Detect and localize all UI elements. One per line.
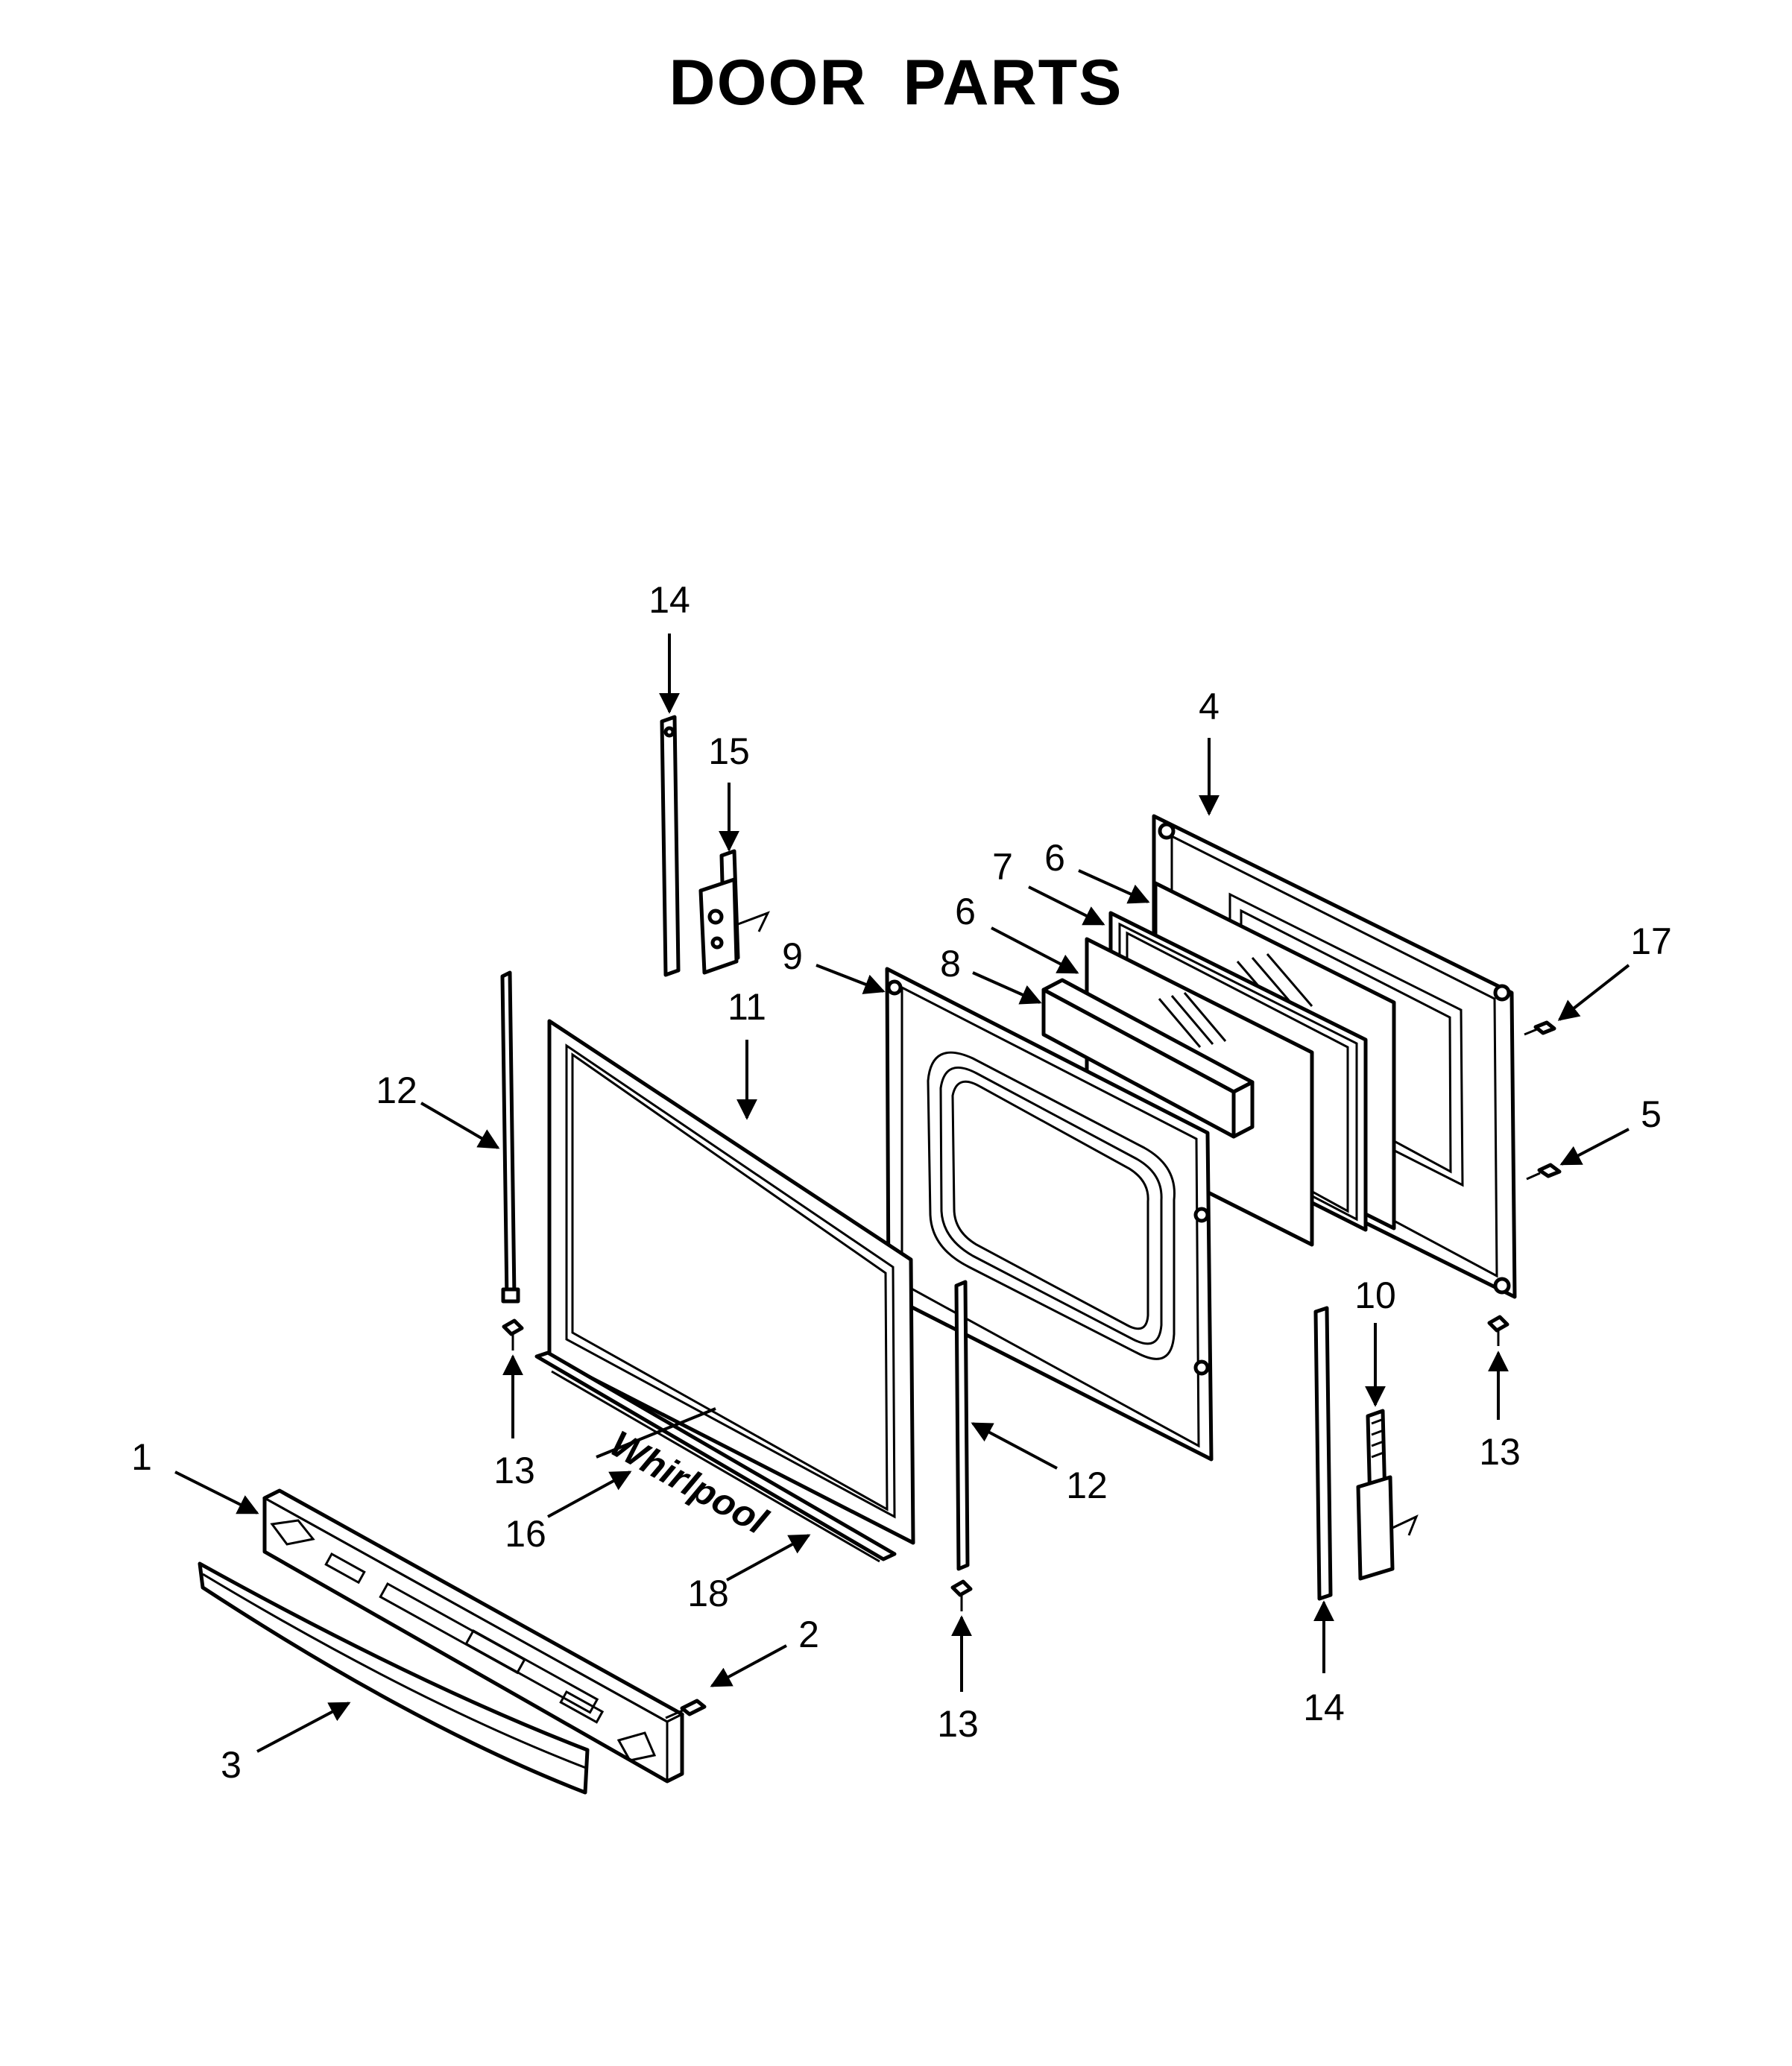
leader-5 bbox=[1559, 1128, 1629, 1166]
callout-6-lower: 6 bbox=[955, 891, 976, 932]
part-17-screw bbox=[1524, 1020, 1556, 1036]
part-5-screw bbox=[1526, 1163, 1562, 1181]
callout-13-left: 13 bbox=[493, 1450, 535, 1491]
leader-17 bbox=[1557, 964, 1630, 1021]
part-13-screw-right bbox=[1487, 1315, 1509, 1346]
part-18-bottom-trim bbox=[534, 1351, 897, 1563]
callout-13-right: 13 bbox=[1479, 1431, 1521, 1473]
part-2-screw bbox=[665, 1699, 707, 1719]
leader-3 bbox=[256, 1702, 351, 1753]
leader-2 bbox=[710, 1644, 787, 1687]
part-10-hinge bbox=[1356, 1409, 1419, 1581]
callout-13-center: 13 bbox=[937, 1703, 979, 1745]
part-3-handle bbox=[198, 1561, 590, 1795]
leader-7 bbox=[1028, 885, 1105, 926]
page-title: DOOR PARTS bbox=[669, 47, 1123, 119]
callout-4: 4 bbox=[1199, 686, 1220, 727]
callout-15: 15 bbox=[708, 730, 750, 772]
callout-5: 5 bbox=[1641, 1093, 1662, 1135]
leader-16 bbox=[547, 1470, 632, 1518]
callout-3: 3 bbox=[221, 1744, 242, 1786]
callout-14-top: 14 bbox=[649, 579, 690, 621]
callout-6-upper: 6 bbox=[1044, 837, 1065, 879]
part-14-hinge-receiver-bottom bbox=[1313, 1306, 1333, 1601]
callout-labels: 14 15 4 7 6 6 8 9 11 12 13 16 18 1 3 2 1… bbox=[131, 579, 1672, 1786]
part-11-outer-door bbox=[547, 1019, 915, 1545]
leader-12a bbox=[420, 1102, 500, 1149]
callout-10: 10 bbox=[1354, 1274, 1396, 1316]
callout-1: 1 bbox=[131, 1436, 152, 1478]
callout-12-right: 12 bbox=[1066, 1465, 1108, 1506]
leader-16-line bbox=[596, 1407, 716, 1459]
part-13-screw-left bbox=[502, 1318, 524, 1351]
callout-16: 16 bbox=[505, 1513, 546, 1555]
leader-12b bbox=[971, 1422, 1058, 1470]
leader-1 bbox=[174, 1470, 259, 1514]
part-9-door-liner bbox=[885, 967, 1214, 1462]
part-15-hinge bbox=[698, 849, 770, 975]
callout-2: 2 bbox=[798, 1614, 819, 1655]
part-8-insulation bbox=[1041, 978, 1255, 1139]
leader-lines bbox=[174, 634, 1630, 1753]
leader-18 bbox=[726, 1534, 811, 1582]
part-12-side-trim-right bbox=[954, 1280, 970, 1571]
callout-8: 8 bbox=[940, 943, 961, 985]
callout-12-left: 12 bbox=[376, 1070, 417, 1111]
part-1-trim bbox=[262, 1488, 685, 1784]
callout-11: 11 bbox=[728, 986, 766, 1028]
callout-9: 9 bbox=[782, 935, 803, 977]
leader-9 bbox=[815, 964, 886, 994]
callout-7: 7 bbox=[992, 846, 1013, 888]
leader-6b bbox=[991, 926, 1079, 974]
part-13-screw-center bbox=[950, 1579, 973, 1611]
callout-17: 17 bbox=[1630, 920, 1672, 962]
part-12-side-trim-left bbox=[500, 970, 520, 1304]
callout-18: 18 bbox=[687, 1573, 729, 1614]
callout-14-bottom: 14 bbox=[1303, 1687, 1345, 1728]
part-14-hinge-receiver-top bbox=[660, 715, 681, 977]
leader-6a bbox=[1078, 869, 1150, 904]
leader-8 bbox=[972, 971, 1042, 1005]
